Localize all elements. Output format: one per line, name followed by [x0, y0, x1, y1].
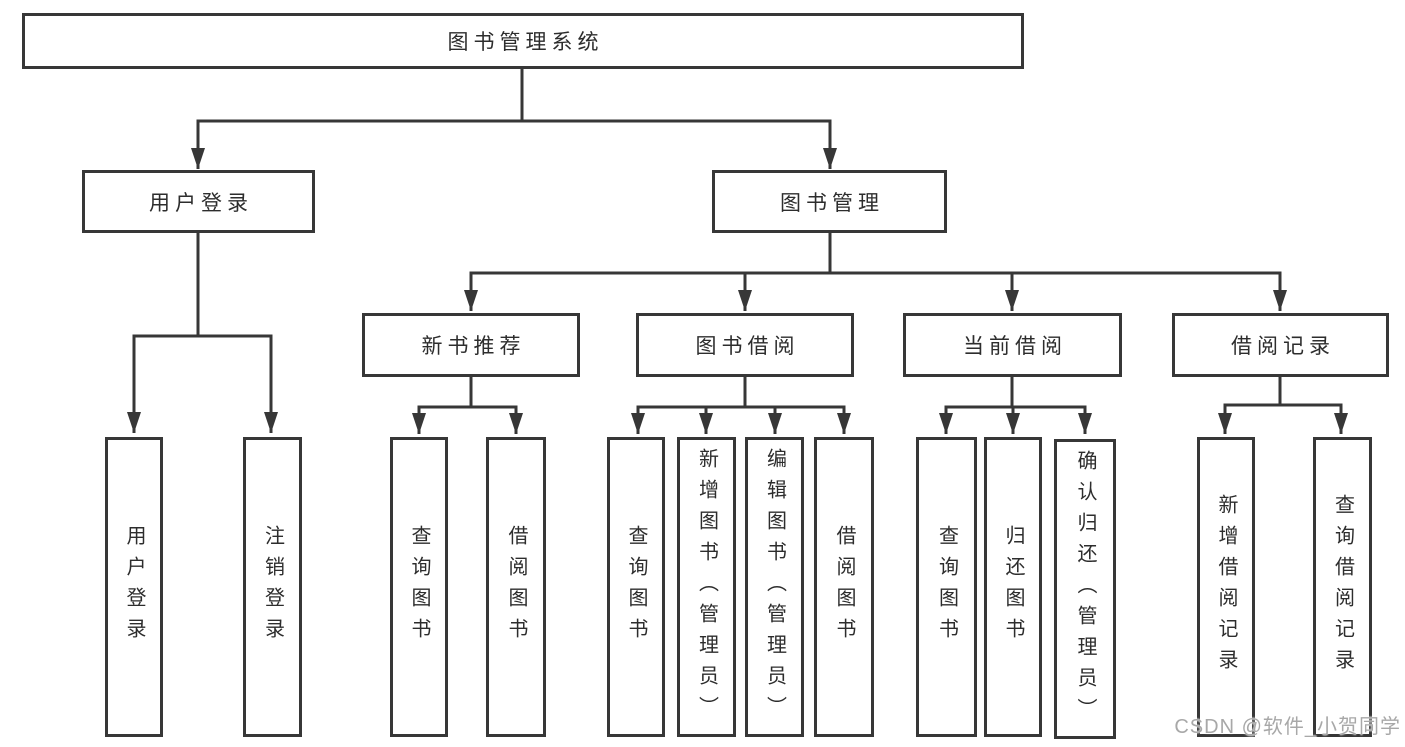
node-root-label: 图书管理系统 [447, 31, 604, 54]
arrowhead-down-icon [631, 413, 645, 434]
leaf-borrow-book-1: 借阅图书 [486, 437, 546, 737]
node-new-book-rec-label: 新书推荐 [421, 335, 526, 358]
node-user-login-label: 用户登录 [149, 191, 253, 215]
arrowhead-down-icon [837, 413, 851, 434]
leaf-edit-book-admin: 编辑图书（管理员） [745, 437, 804, 737]
arrowhead-down-icon [1273, 290, 1287, 311]
arrowhead-down-icon [1078, 413, 1092, 434]
arrowhead-down-icon [127, 412, 141, 433]
leaf-query-book-3-label: 查询图书 [935, 525, 958, 649]
leaf-add-book-admin-label: 新增图书（管理员） [695, 447, 718, 727]
node-book-borrow-label: 图书借阅 [695, 335, 800, 358]
node-current-borrow-label: 当前借阅 [963, 335, 1067, 358]
arrowhead-down-icon [264, 412, 278, 433]
edge-borrow-record-to-children [1223, 377, 1343, 434]
leaf-query-book-1: 查询图书 [390, 437, 448, 737]
leaf-borrow-book-1-label: 借阅图书 [505, 525, 527, 649]
arrowhead-down-icon [1334, 413, 1348, 434]
node-new-book-rec: 新书推荐 [362, 313, 580, 377]
arrowhead-down-icon [191, 148, 205, 169]
arrowhead-down-icon [412, 413, 426, 434]
leaf-return-book-label: 归还图书 [1002, 525, 1024, 649]
leaf-user-login: 用户登录 [105, 437, 163, 737]
leaf-edit-book-admin-label: 编辑图书（管理员） [763, 447, 786, 727]
leaf-logout: 注销登录 [243, 437, 302, 737]
leaf-logout-label: 注销登录 [261, 525, 284, 649]
arrowhead-down-icon [509, 413, 523, 434]
node-current-borrow: 当前借阅 [903, 313, 1122, 377]
leaf-query-book-1-label: 查询图书 [408, 525, 430, 649]
node-root: 图书管理系统 [22, 13, 1024, 69]
edge-book-mgmt-to-sections [469, 233, 1282, 311]
arrowhead-down-icon [823, 148, 837, 169]
arrowhead-down-icon [1006, 413, 1020, 434]
node-borrow-record-label: 借阅记录 [1231, 335, 1335, 358]
leaf-add-book-admin: 新增图书（管理员） [677, 437, 736, 737]
node-book-mgmt: 图书管理 [712, 170, 947, 233]
leaf-add-borrow-record-label: 新增借阅记录 [1215, 494, 1237, 680]
leaf-query-book-2-label: 查询图书 [625, 525, 647, 649]
leaf-query-book-3: 查询图书 [916, 437, 977, 737]
leaf-confirm-return-admin: 确认归还（管理员） [1054, 439, 1116, 739]
arrowhead-down-icon [464, 290, 478, 311]
leaf-confirm-return-admin-label: 确认归还（管理员） [1074, 449, 1096, 729]
leaf-query-borrow-record-label: 查询借阅记录 [1331, 494, 1354, 680]
arrowhead-down-icon [768, 413, 782, 434]
node-borrow-record: 借阅记录 [1172, 313, 1389, 377]
arrowhead-down-icon [738, 290, 752, 311]
leaf-user-login-label: 用户登录 [123, 525, 145, 649]
leaf-query-borrow-record: 查询借阅记录 [1313, 437, 1372, 737]
edge-user-login-to-children [132, 233, 273, 433]
node-book-borrow: 图书借阅 [636, 313, 854, 377]
node-user-login: 用户登录 [82, 170, 315, 233]
leaf-query-book-2: 查询图书 [607, 437, 665, 737]
edges [132, 68, 1343, 434]
arrowhead-down-icon [939, 413, 953, 434]
edge-book-borrow-to-children [636, 377, 846, 434]
leaf-add-borrow-record: 新增借阅记录 [1197, 437, 1255, 737]
edge-root-to-level2 [196, 68, 832, 169]
arrowhead-down-icon [699, 413, 713, 434]
leaf-borrow-book-2-label: 借阅图书 [833, 525, 855, 649]
node-book-mgmt-label: 图书管理 [780, 191, 884, 215]
watermark: CSDN @软件_小贺同学 [1174, 716, 1401, 738]
edge-new-book-rec-to-children [417, 377, 518, 434]
arrowhead-down-icon [1218, 413, 1232, 434]
leaf-return-book: 归还图书 [984, 437, 1042, 737]
arrowhead-down-icon [1005, 290, 1019, 311]
arrowheads [127, 148, 1348, 434]
leaf-borrow-book-2: 借阅图书 [814, 437, 874, 737]
